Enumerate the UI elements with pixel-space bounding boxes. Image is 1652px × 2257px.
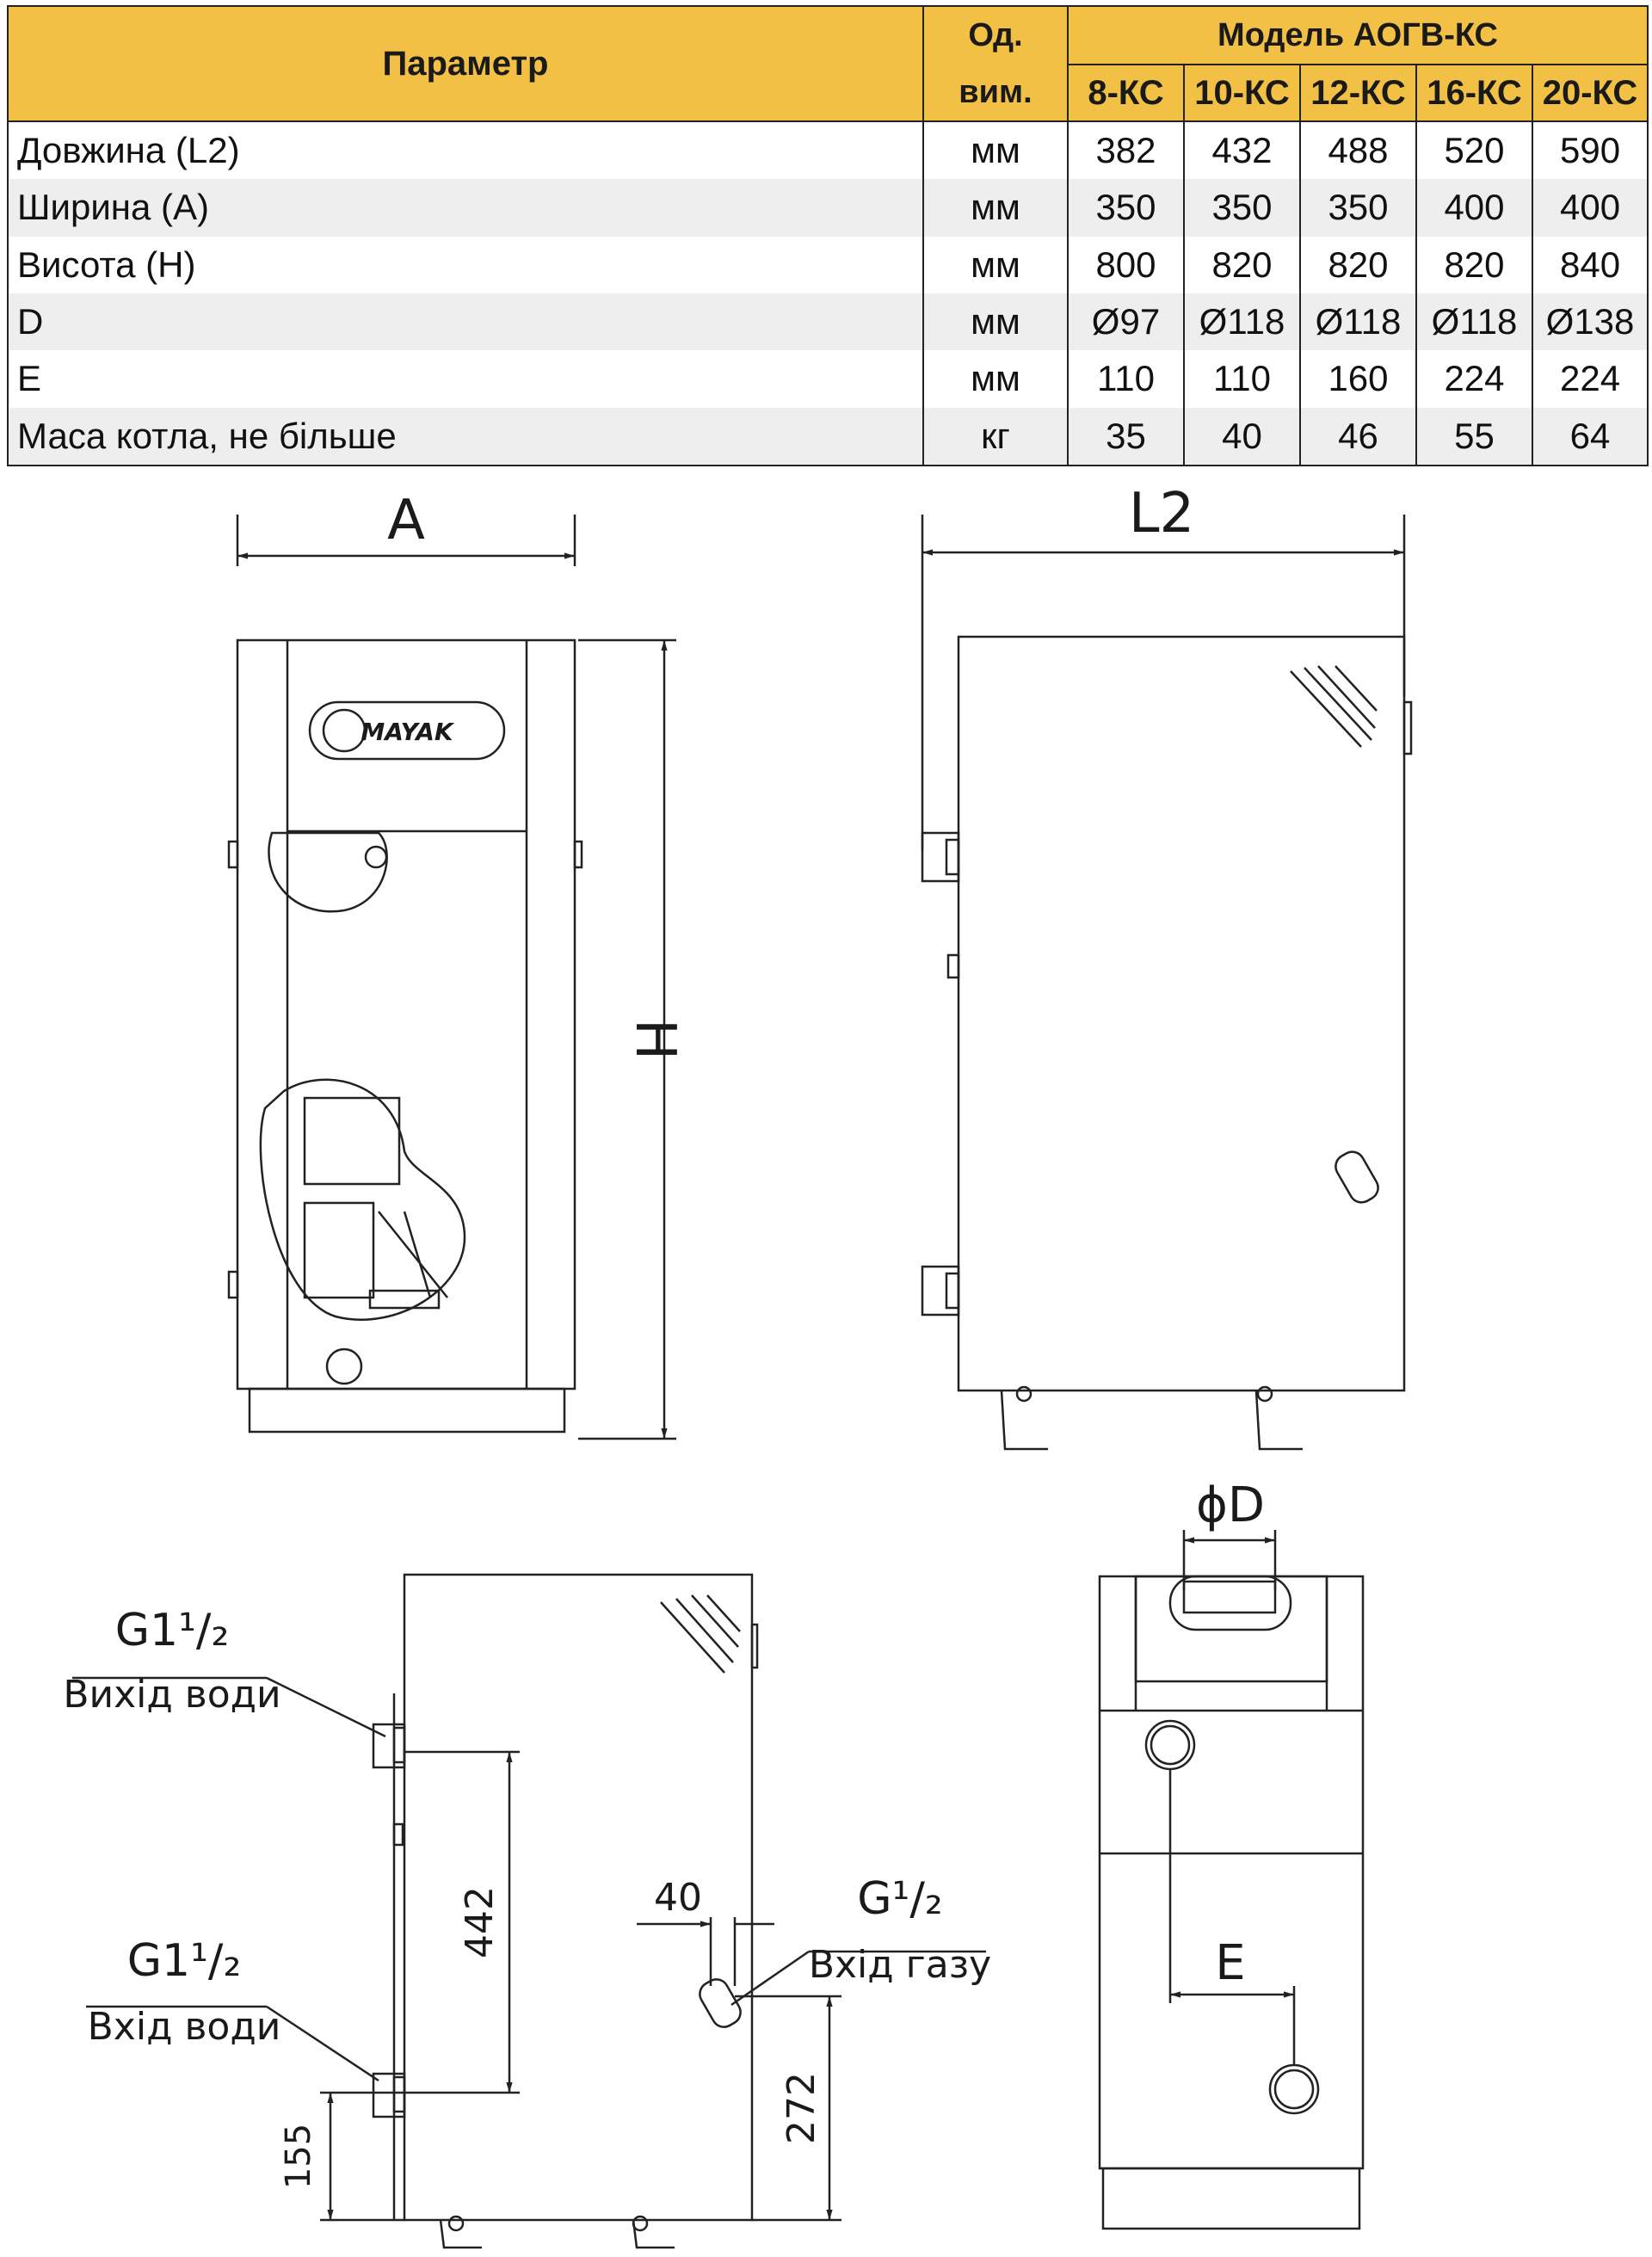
param-unit: мм xyxy=(922,236,1069,293)
model-header: 8-КС xyxy=(1067,64,1185,122)
param-value: 590 xyxy=(1531,121,1649,180)
param-value: 224 xyxy=(1415,350,1533,408)
water-inlet-thread: G1¹/₂ xyxy=(127,1935,242,1987)
param-name: Маса котла, не більше xyxy=(7,407,924,467)
param-value: 400 xyxy=(1415,179,1533,237)
dim-gas-offset: 40 xyxy=(654,1876,702,1920)
boiler-dimension-drawings: A H MAYAK L2 xyxy=(63,482,1413,2249)
table-row: Висота (H) мм 800 820 820 820 840 xyxy=(7,236,1649,293)
param-value: 820 xyxy=(1299,236,1417,293)
param-unit: мм xyxy=(922,121,1069,180)
param-value: 350 xyxy=(1183,179,1301,237)
param-value: 110 xyxy=(1183,350,1301,408)
param-value: 55 xyxy=(1415,407,1533,467)
param-name: Висота (H) xyxy=(7,236,924,293)
param-value: 224 xyxy=(1531,350,1649,408)
param-name: Ширина (A) xyxy=(7,179,924,237)
param-value: 382 xyxy=(1067,121,1185,180)
unit-header: Од. вим. xyxy=(922,5,1069,122)
table-row: D мм Ø97 Ø118 Ø118 Ø118 Ø138 xyxy=(7,293,1649,351)
dim-flue-diameter: ϕD xyxy=(1196,1477,1265,1533)
model-header: 10-КС xyxy=(1183,64,1301,122)
table-row: Ширина (A) мм 350 350 350 400 400 xyxy=(7,179,1649,237)
unit-header-line2: вим. xyxy=(959,74,1032,110)
param-value: Ø138 xyxy=(1531,293,1649,351)
dim-width-label: A xyxy=(387,489,425,552)
param-value: Ø118 xyxy=(1415,293,1533,351)
unit-header-line1: Од. xyxy=(968,17,1023,53)
model-group-header: Модель АОГВ-КС xyxy=(1066,5,1649,65)
param-value: 400 xyxy=(1531,179,1649,237)
param-name: D xyxy=(7,293,924,351)
param-value: Ø97 xyxy=(1067,293,1185,351)
table-row: Маса котла, не більше кг 35 40 46 55 64 xyxy=(7,407,1649,467)
param-unit: кг xyxy=(922,407,1069,467)
connections-view xyxy=(72,1573,986,2249)
model-header: 20-КС xyxy=(1531,64,1649,122)
param-value: 820 xyxy=(1183,236,1301,293)
dim-water-spacing: 442 xyxy=(458,1886,502,1958)
table-row: Довжина (L2) мм 382 432 488 520 590 xyxy=(7,121,1649,180)
water-outlet-thread: G1¹/₂ xyxy=(115,1605,230,1656)
param-value: 432 xyxy=(1183,121,1301,180)
param-unit: мм xyxy=(922,350,1069,408)
param-header: Параметр xyxy=(7,5,924,122)
param-value: 488 xyxy=(1299,121,1417,180)
param-value: 820 xyxy=(1415,236,1533,293)
param-value: Ø118 xyxy=(1299,293,1417,351)
dim-height-label: H xyxy=(623,1019,687,1060)
front-view xyxy=(227,515,676,1440)
param-value: 350 xyxy=(1067,179,1185,237)
dim-gas-height: 272 xyxy=(780,2072,823,2144)
param-value: 35 xyxy=(1067,407,1185,467)
brand-logo: MAYAK xyxy=(361,718,455,746)
param-name: E xyxy=(7,350,924,408)
param-value: 40 xyxy=(1183,407,1301,467)
gas-inlet-label: Вхід газу xyxy=(809,1943,991,1987)
param-value: 800 xyxy=(1067,236,1185,293)
param-value: 840 xyxy=(1531,236,1649,293)
param-value: 160 xyxy=(1299,350,1417,408)
table-row: E мм 110 110 160 224 224 xyxy=(7,350,1649,408)
param-unit: мм xyxy=(922,179,1069,237)
model-header: 12-КС xyxy=(1299,64,1417,122)
water-outlet-label: Вихід води xyxy=(63,1673,280,1717)
rear-view xyxy=(1098,1530,1365,2230)
gas-inlet-thread: G¹/₂ xyxy=(857,1873,943,1925)
param-name: Довжина (L2) xyxy=(7,121,924,180)
param-value: 520 xyxy=(1415,121,1533,180)
param-value: 46 xyxy=(1299,407,1417,467)
water-inlet-label: Вхід води xyxy=(88,2005,281,2049)
param-value: 110 xyxy=(1067,350,1185,408)
dim-inlet-height: 155 xyxy=(279,2124,318,2189)
side-view xyxy=(921,515,1413,1451)
param-value: 64 xyxy=(1531,407,1649,467)
dim-length-label: L2 xyxy=(1129,482,1194,546)
specifications-table: Параметр Од. вим. Модель АОГВ-КС 8-КС 10… xyxy=(7,5,1649,467)
param-value: 350 xyxy=(1299,179,1417,237)
dim-connection-spacing: E xyxy=(1215,1935,1245,1991)
model-header: 16-КС xyxy=(1415,64,1533,122)
param-unit: мм xyxy=(922,293,1069,351)
param-value: Ø118 xyxy=(1183,293,1301,351)
